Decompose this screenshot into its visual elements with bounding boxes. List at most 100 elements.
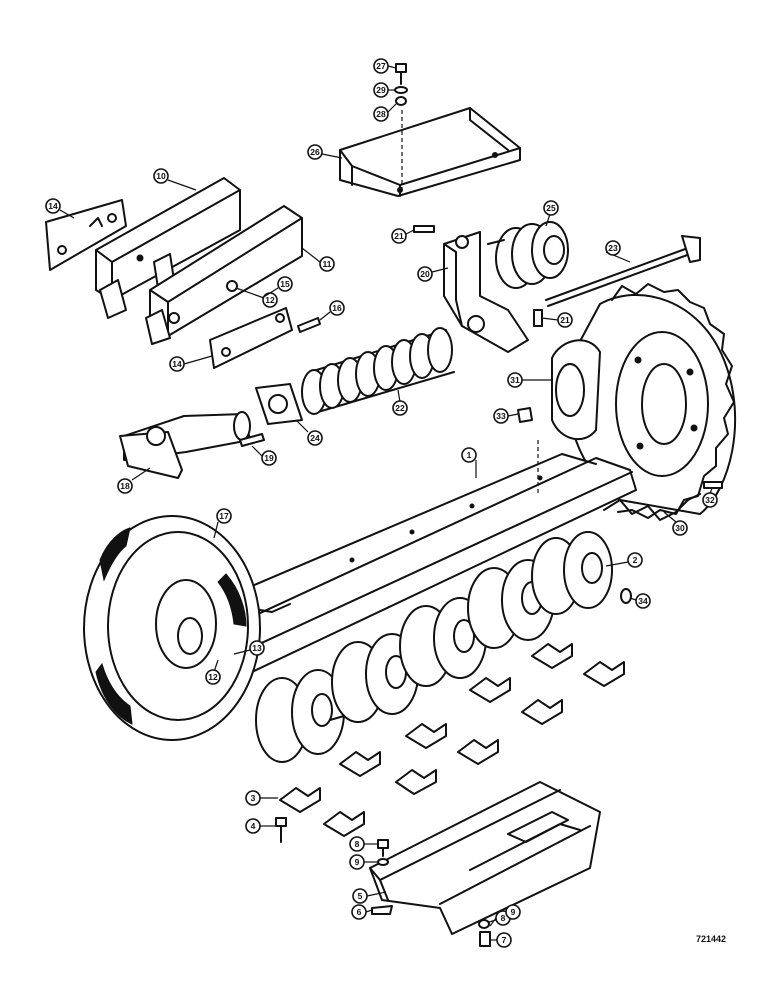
callout: 3 (245, 790, 278, 806)
top-guard (339, 107, 521, 197)
sprocket-hub-plate-31 (551, 339, 601, 440)
svg-text:15: 15 (280, 279, 290, 289)
bolt-27 (395, 63, 407, 85)
washer-29 (394, 86, 408, 94)
drawing-number: 721442 (696, 934, 727, 944)
callout: 9 (349, 854, 378, 870)
adjuster-cylinder (119, 411, 251, 479)
callout: 22 (392, 389, 408, 416)
callout: 1 (461, 447, 477, 478)
callout: 14 (169, 355, 213, 372)
bolt-16 (297, 317, 321, 333)
callout: 30 (663, 511, 688, 536)
svg-text:3: 3 (251, 793, 256, 803)
svg-text:31: 31 (510, 375, 520, 385)
svg-text:12: 12 (265, 295, 275, 305)
callout: 9 (489, 904, 521, 927)
callout: 6 (351, 904, 373, 920)
callout: 29 (373, 82, 395, 98)
wear-plate-upper (45, 199, 127, 271)
svg-text:13: 13 (252, 643, 262, 653)
svg-text:27: 27 (376, 61, 386, 71)
svg-text:12: 12 (208, 672, 218, 682)
callout: 19 (251, 445, 277, 466)
svg-text:30: 30 (675, 523, 685, 533)
callout: 8 (349, 836, 378, 852)
nut-28 (395, 96, 407, 106)
svg-text:23: 23 (608, 243, 618, 253)
callout: 11 (301, 247, 335, 272)
svg-text:33: 33 (496, 411, 506, 421)
callouts: 1 2 3 4 5 6 7 (45, 58, 718, 948)
svg-text:21: 21 (394, 231, 404, 241)
callout: 15 (261, 276, 293, 299)
callout: 26 (307, 144, 343, 160)
callout: 17 (213, 508, 232, 539)
svg-text:5: 5 (358, 891, 363, 901)
svg-text:8: 8 (355, 839, 360, 849)
washer-34 (620, 588, 632, 604)
svg-text:21: 21 (560, 315, 570, 325)
svg-text:22: 22 (395, 403, 405, 413)
callout: 14 (45, 198, 75, 219)
track-guard (369, 781, 601, 935)
svg-text:19: 19 (264, 453, 274, 463)
callout: 28 (373, 103, 397, 122)
adjuster-rod (545, 235, 701, 307)
svg-text:29: 29 (376, 85, 386, 95)
bolt-21-upper (413, 225, 435, 233)
svg-text:9: 9 (511, 907, 516, 917)
callout: 24 (295, 419, 323, 446)
svg-text:16: 16 (332, 303, 342, 313)
grease-fitting-19 (239, 433, 265, 447)
callout: 10 (153, 168, 197, 191)
wear-plate-lower (209, 307, 293, 369)
svg-text:10: 10 (156, 171, 166, 181)
track-roller-5 (531, 531, 613, 615)
svg-text:17: 17 (219, 511, 229, 521)
bolt-8-top (377, 839, 389, 857)
svg-text:4: 4 (251, 821, 256, 831)
svg-text:9: 9 (355, 857, 360, 867)
svg-text:26: 26 (310, 147, 320, 157)
roller-clamp (279, 643, 625, 837)
svg-text:7: 7 (502, 935, 507, 945)
svg-text:8: 8 (501, 913, 506, 923)
svg-text:18: 18 (120, 481, 130, 491)
callout: 32 (702, 487, 718, 508)
callout: 34 (629, 593, 651, 609)
svg-text:6: 6 (357, 907, 362, 917)
washer-9-top (377, 858, 389, 866)
svg-text:14: 14 (172, 359, 182, 369)
callout: 12 (205, 659, 221, 685)
callout: 18 (117, 467, 151, 494)
svg-text:24: 24 (310, 433, 320, 443)
bolt-4 (275, 817, 287, 843)
svg-text:14: 14 (48, 201, 58, 211)
bolt-21-lower (533, 309, 543, 327)
idler-yoke (443, 231, 529, 353)
svg-text:28: 28 (376, 109, 386, 119)
callout: 4 (245, 818, 276, 834)
track-chain (603, 493, 701, 521)
callout: 13 (233, 640, 265, 656)
callout: 25 (543, 200, 559, 227)
svg-text:2: 2 (633, 555, 638, 565)
front-idler-wheel (83, 515, 261, 741)
svg-text:11: 11 (323, 259, 332, 269)
callout: 27 (373, 58, 397, 74)
nut-33 (517, 407, 533, 423)
callout: 21 (541, 312, 573, 328)
callout: 23 (605, 240, 631, 263)
svg-text:34: 34 (638, 596, 648, 606)
callout: 33 (493, 408, 519, 424)
track-roller-1 (255, 669, 345, 763)
callout: 5 (352, 888, 387, 904)
callout: 2 (605, 552, 643, 568)
adjuster-block-24 (255, 383, 303, 425)
svg-text:1: 1 (467, 450, 472, 460)
bolt-7 (479, 931, 491, 947)
svg-text:20: 20 (420, 269, 430, 279)
svg-text:25: 25 (546, 203, 556, 213)
